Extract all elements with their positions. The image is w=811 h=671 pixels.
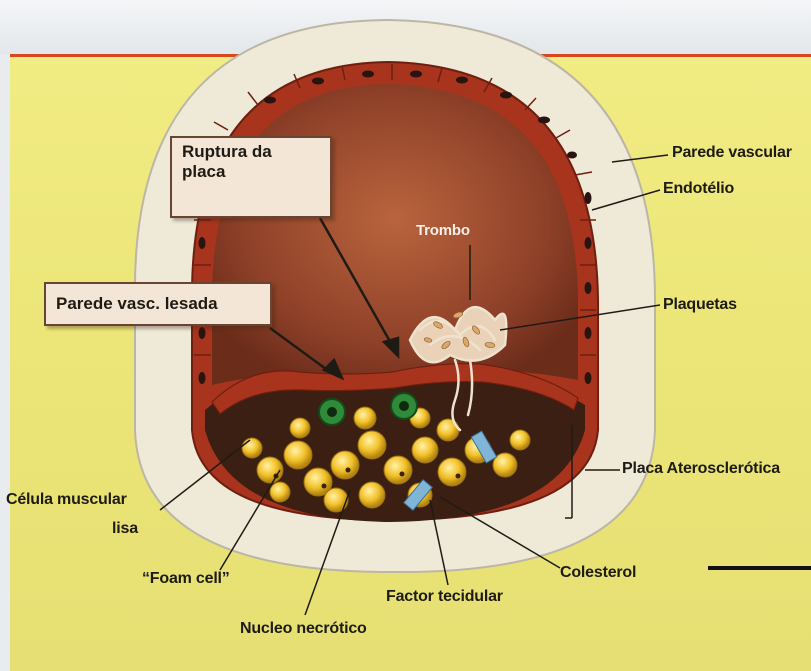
ruptura-label-line1: Ruptura da [182, 142, 320, 162]
nucleo-necrotico-label: Nucleo necrótico [240, 620, 367, 638]
parede-vascular-label: Parede vascular [672, 144, 792, 162]
celula-muscular-label-line2: lisa [112, 520, 138, 538]
factor-tecidular-label: Factor tecidular [386, 588, 503, 606]
placa-ateroscleritica-label: Placa Aterosclerótica [622, 460, 780, 478]
trombo-label: Trombo [416, 222, 470, 239]
ruptura-placa-box: Ruptura da placa [170, 136, 332, 218]
ruptura-label-line2: placa [182, 162, 320, 182]
parede-lesada-label: Parede vasc. lesada [56, 294, 218, 313]
parede-lesada-box: Parede vasc. lesada [44, 282, 272, 326]
plaquetas-label: Plaquetas [663, 296, 737, 314]
celula-muscular-label-line1: Célula muscular [6, 491, 127, 509]
endotelio-label: Endotélio [663, 180, 734, 198]
colesterol-label: Colesterol [560, 564, 636, 582]
foam-cell-label: “Foam cell” [142, 570, 230, 588]
